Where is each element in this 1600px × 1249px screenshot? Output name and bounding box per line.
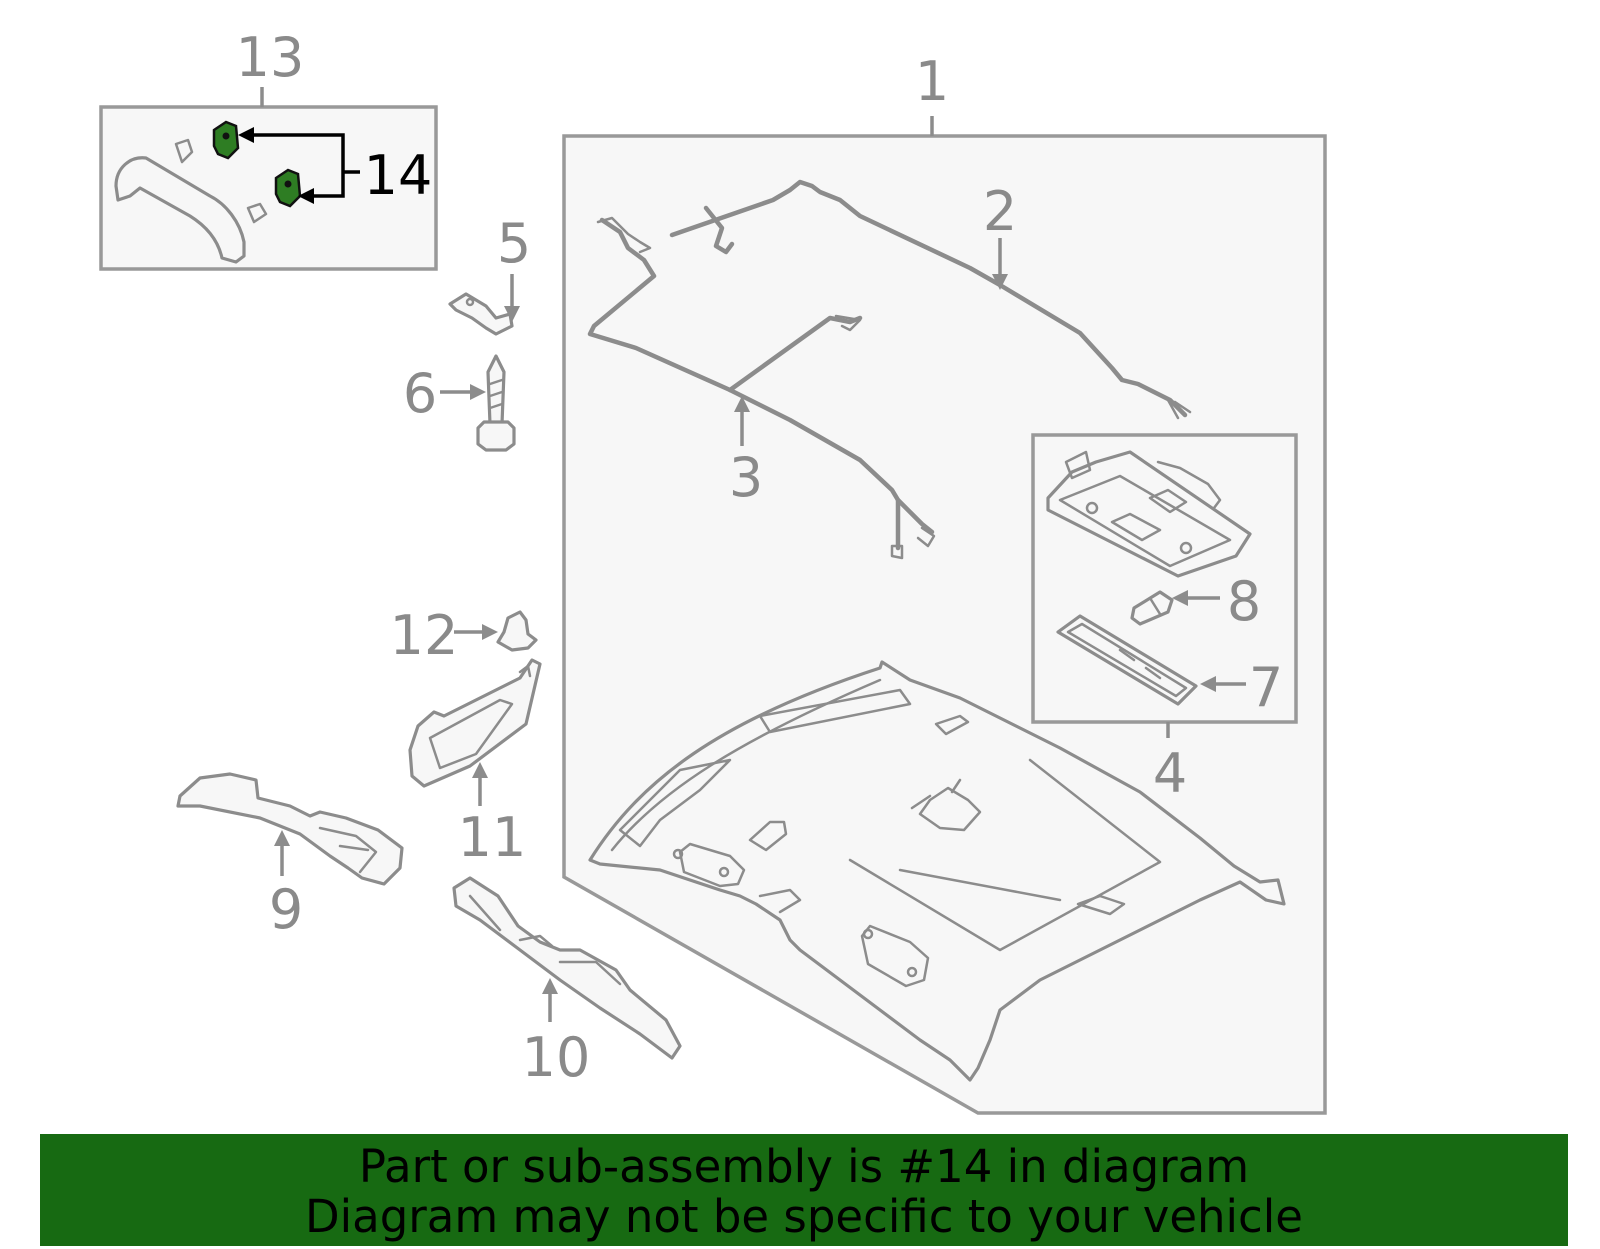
grab-handle — [114, 138, 268, 264]
callout-4: 4 — [1153, 742, 1187, 805]
callout-14: 14 — [364, 144, 433, 207]
info-banner: Part or sub-assembly is #14 in diagram D… — [40, 1134, 1568, 1246]
wire-harness — [587, 216, 936, 560]
banner-line-2: Diagram may not be specific to your vehi… — [305, 1190, 1303, 1243]
roof-wire-harness — [669, 179, 1192, 420]
sun-visor — [408, 658, 542, 788]
pillar-trim-upper — [176, 772, 404, 886]
callout-9: 9 — [269, 878, 303, 941]
callout-11: 11 — [458, 806, 527, 869]
callout-7: 7 — [1249, 656, 1283, 719]
banner-line-1: Part or sub-assembly is #14 in diagram — [358, 1140, 1250, 1193]
callout-3: 3 — [729, 446, 763, 509]
callout-1: 1 — [915, 50, 949, 113]
headliner-panel — [588, 660, 1286, 1082]
callout-2: 2 — [983, 180, 1017, 243]
callout-8: 8 — [1227, 570, 1261, 633]
lens — [1056, 614, 1198, 706]
bracket — [448, 292, 514, 336]
pillar-trim-lower — [452, 876, 682, 1060]
callout-13: 13 — [236, 26, 305, 89]
screw — [476, 354, 516, 452]
bulb — [1130, 590, 1174, 626]
callout-6: 6 — [403, 362, 437, 425]
callout-10: 10 — [522, 1026, 591, 1089]
callout-12: 12 — [390, 604, 459, 667]
banner-background — [40, 1134, 1568, 1246]
callout-5: 5 — [497, 212, 531, 275]
dome-lamp-housing — [1046, 450, 1252, 578]
retainer-clip-highlighted — [212, 120, 302, 208]
leader-lines — [238, 127, 1246, 1022]
clip — [496, 610, 538, 652]
banner-text: Part or sub-assembly is #14 in diagram D… — [40, 1142, 1568, 1242]
